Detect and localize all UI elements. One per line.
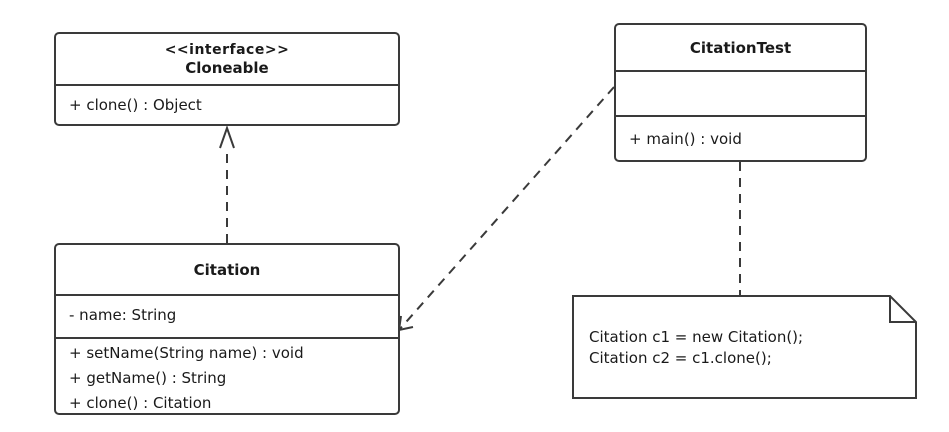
- note-shape: [572, 295, 917, 399]
- operation: + clone() : Citation: [69, 394, 212, 412]
- note-content: Citation c1 = new Citation(); Citation c…: [589, 327, 803, 369]
- note-line: Citation c1 = new Citation();: [589, 328, 804, 346]
- cloneable-stereotype: <<interface>>: [164, 41, 290, 58]
- operation: + main() : void: [629, 130, 742, 148]
- citation-test-operations: + main() : void: [616, 117, 865, 149]
- citation-header: Citation: [56, 245, 398, 296]
- citation-test-class[interactable]: CitationTest + main() : void: [614, 23, 867, 162]
- cloneable-name: Cloneable: [185, 58, 269, 77]
- citation-class[interactable]: Citation - name: String + setName(String…: [54, 243, 400, 415]
- note-fold: [889, 296, 916, 323]
- citation-test-attributes: [616, 72, 865, 117]
- realization-arrowhead: [219, 124, 235, 149]
- citation-test-header: CitationTest: [616, 25, 865, 72]
- cloneable-operations: + clone() : Object: [56, 86, 398, 115]
- operation: + setName(String name) : void: [69, 344, 304, 362]
- cloneable-interface[interactable]: <<interface>> Cloneable + clone() : Obje…: [54, 32, 400, 126]
- citation-name: Citation: [193, 260, 261, 279]
- note-line: Citation c2 = c1.clone();: [589, 349, 772, 367]
- attribute: - name: String: [69, 306, 177, 324]
- citation-attributes: - name: String: [56, 296, 398, 339]
- operation: + getName() : String: [69, 369, 227, 387]
- citation-operations: + setName(String name) : void + getName(…: [56, 339, 398, 413]
- dependency-line: [398, 86, 615, 331]
- cloneable-header: <<interface>> Cloneable: [56, 34, 398, 86]
- citation-test-name: CitationTest: [689, 38, 792, 57]
- operation: + clone() : Object: [69, 96, 202, 114]
